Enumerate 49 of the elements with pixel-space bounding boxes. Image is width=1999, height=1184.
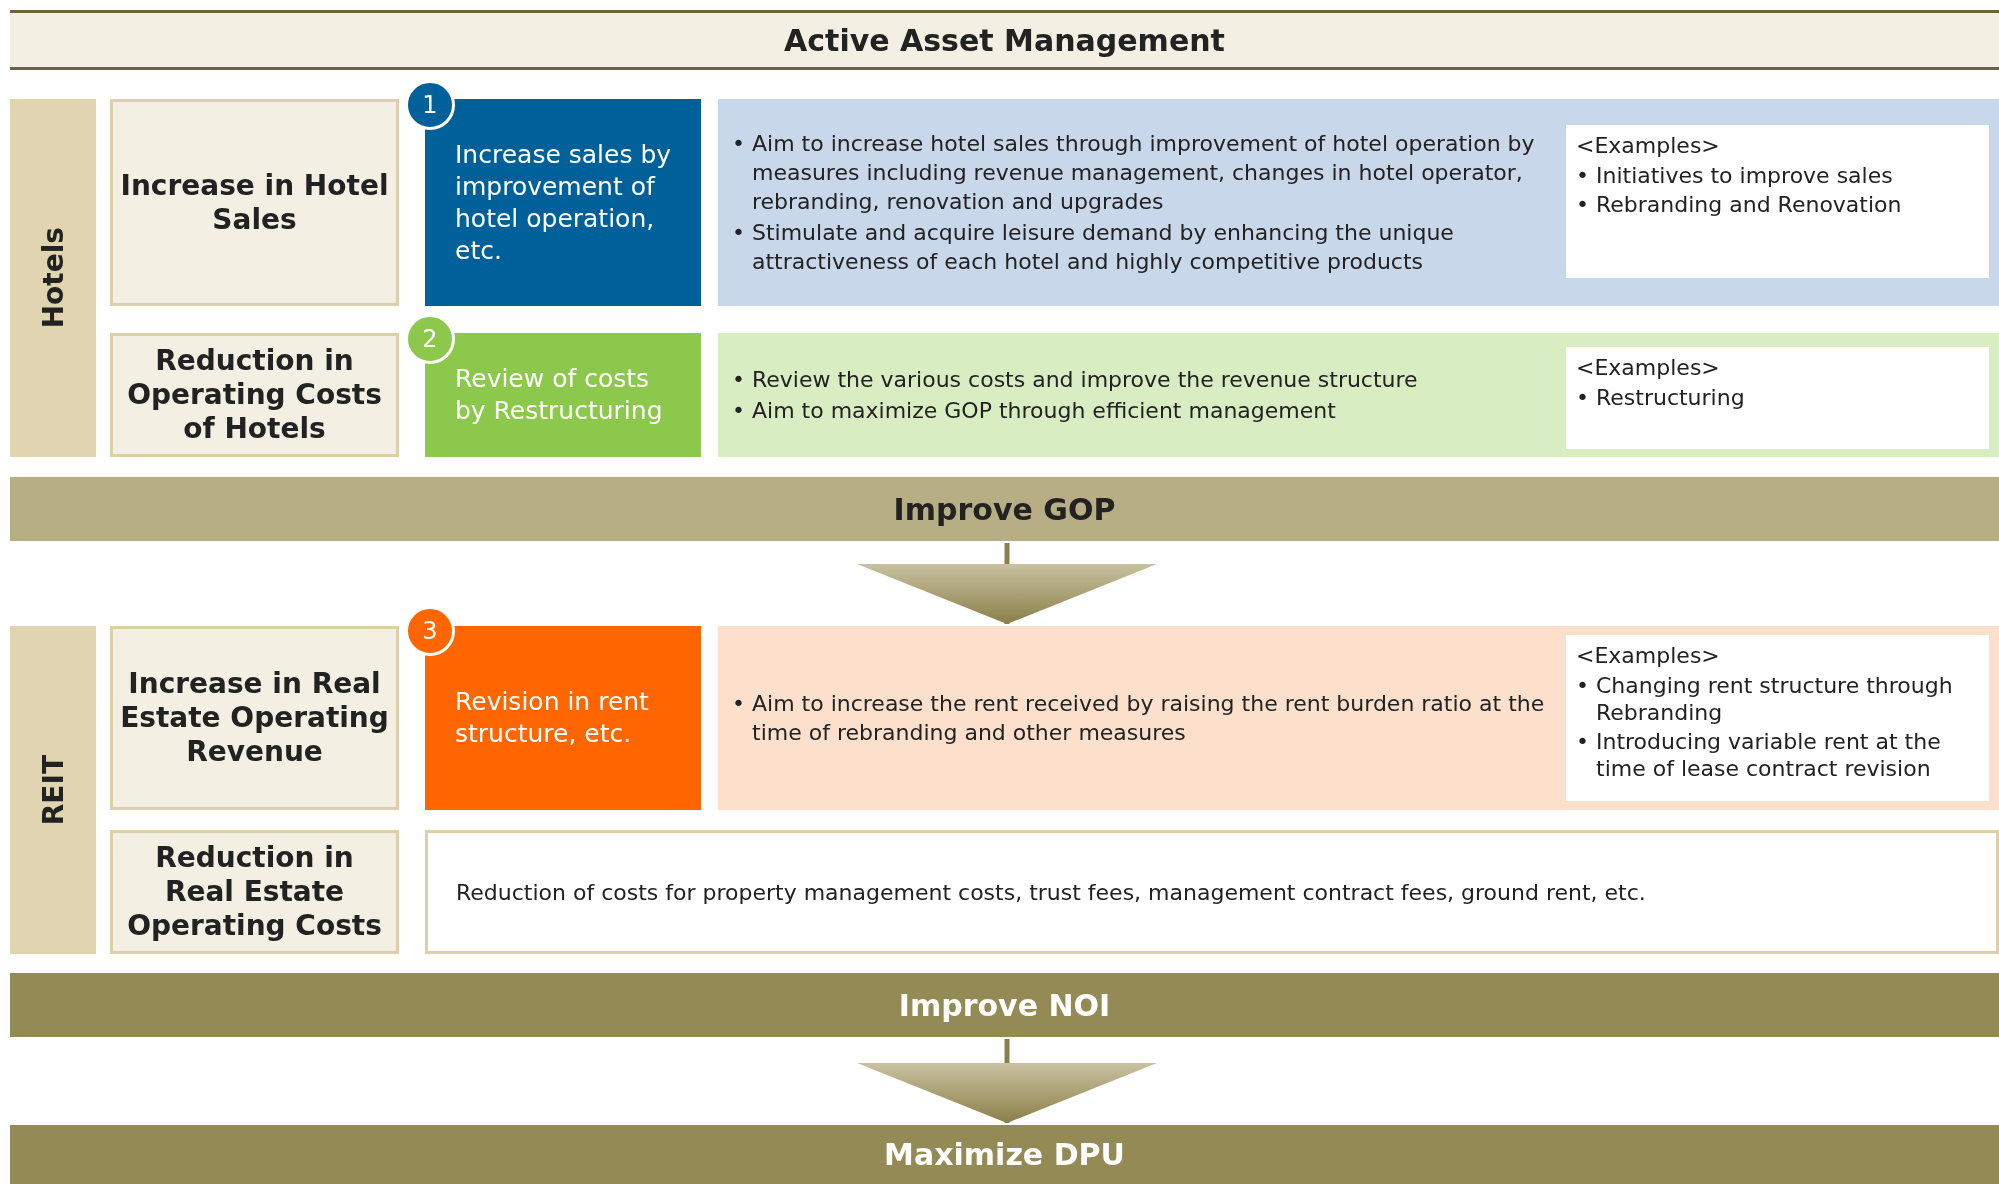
category-label: Increase in Hotel Sales bbox=[119, 168, 390, 237]
band-label: Improve GOP bbox=[893, 491, 1116, 527]
category-band bbox=[10, 626, 96, 954]
category-box bbox=[110, 333, 399, 457]
category-label: Reduction in Real Estate Operating Costs bbox=[126, 841, 383, 943]
category-band bbox=[10, 99, 96, 457]
description-panel bbox=[718, 626, 1999, 810]
bullet-text: • Rebranding and Renovation bbox=[1576, 191, 1903, 218]
bullet-text: • Stimulate and acquire leisure demand by enhancing the unique attractiveness of each hotel and highly competitive products bbox=[732, 219, 1455, 276]
category-box bbox=[110, 830, 399, 954]
category-label: REIT bbox=[36, 754, 70, 826]
examples-box bbox=[1566, 635, 1989, 801]
bullet-text: • Restructuring bbox=[1576, 384, 1746, 411]
category-label: Increase in Real Estate Operating Revenue bbox=[119, 667, 390, 769]
examples-box bbox=[1566, 347, 1989, 449]
description-panel bbox=[718, 99, 1999, 306]
category-box bbox=[110, 626, 399, 810]
bullet-text: • Aim to increase the rent received by raising the rent burden ratio at the time of rebranding and other measures bbox=[732, 690, 1546, 747]
band-label: Active Asset Management bbox=[784, 22, 1225, 58]
bullet-text: • Initiatives to improve sales bbox=[1576, 162, 1894, 189]
measure-label: Increase sales by improvement of hotel operation, etc. bbox=[455, 138, 673, 267]
bullet-text: • Changing rent structure through Rebranding bbox=[1576, 672, 1954, 726]
bullet-text: • Aim to maximize GOP through efficient management bbox=[732, 397, 1337, 425]
description-box bbox=[425, 830, 1999, 954]
step-number: 2 bbox=[422, 325, 438, 353]
measure-label: Review of costs by Restructuring bbox=[455, 363, 664, 427]
title-band bbox=[10, 10, 1999, 70]
category-label: Reduction in Operating Costs of Hotels bbox=[126, 344, 383, 446]
step-number: 1 bbox=[422, 91, 438, 119]
measure-label: Revision in rent structure, etc. bbox=[455, 686, 650, 750]
examples-box bbox=[1566, 125, 1989, 278]
category-label: Hotels bbox=[36, 227, 70, 329]
bullet-text: • Review the various costs and improve the revenue structure bbox=[732, 366, 1419, 394]
down-arrow bbox=[857, 1039, 1157, 1123]
category-box bbox=[110, 99, 399, 306]
result-band bbox=[10, 477, 1999, 541]
step-number: 3 bbox=[422, 617, 438, 645]
result-band bbox=[10, 1125, 1999, 1184]
examples-heading: <Examples> bbox=[1576, 354, 1721, 382]
bullet-text: • Introducing variable rent at the time of lease contract revision bbox=[1576, 728, 1942, 782]
down-arrow bbox=[857, 543, 1157, 624]
band-label: Maximize DPU bbox=[884, 1137, 1125, 1172]
result-band bbox=[10, 973, 1999, 1037]
examples-heading: <Examples> bbox=[1576, 642, 1721, 670]
band-label: Improve NOI bbox=[898, 987, 1111, 1023]
description-text: Reduction of costs for property management costs, trust fees, management contract fees, ground rent, etc. bbox=[456, 879, 1647, 905]
bullet-text: • Aim to increase hotel sales through improvement of hotel operation by measures including revenue management, changes in hotel operator, rebranding, renovation and upgrades bbox=[732, 130, 1536, 216]
description-panel bbox=[718, 333, 1999, 457]
examples-heading: <Examples> bbox=[1576, 132, 1721, 160]
